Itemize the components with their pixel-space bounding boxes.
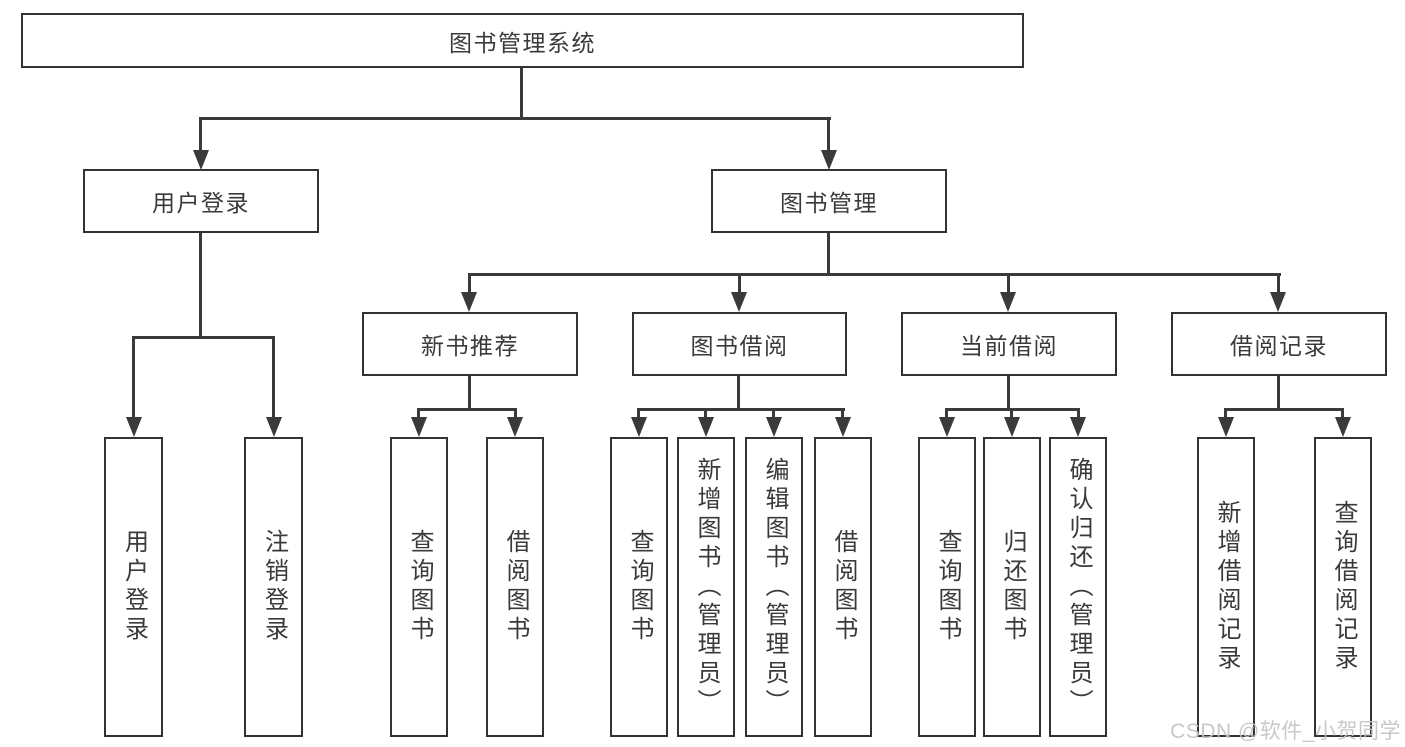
- connector-line: [417, 408, 517, 411]
- connector-line: [468, 273, 471, 292]
- arrow-down-icon: [835, 417, 851, 437]
- connector-line: [417, 408, 420, 420]
- leaf-borrow-books: 借阅图书: [814, 437, 872, 737]
- leaf-query-books-current: 查询图书: [918, 437, 976, 737]
- leaf-add-borrow-record: 新增借阅记录: [1197, 437, 1255, 737]
- arrow-down-icon: [193, 150, 209, 170]
- leaf-edit-books-admin: 编辑图书（管理员）: [745, 437, 803, 737]
- connector-line: [737, 376, 740, 411]
- connector-line: [199, 233, 202, 339]
- arrow-down-icon: [1004, 417, 1020, 437]
- arrow-down-icon: [411, 417, 427, 437]
- leaf-logout: 注销登录: [244, 437, 303, 737]
- connector-line: [738, 273, 741, 292]
- arrow-down-icon: [266, 417, 282, 437]
- connector-line: [772, 408, 775, 420]
- connector-line: [945, 408, 948, 420]
- connector-line: [1007, 376, 1010, 411]
- node-book-borrowing: 图书借阅: [632, 312, 847, 376]
- connector-line: [1277, 273, 1280, 292]
- arrow-down-icon: [507, 417, 523, 437]
- leaf-user-login: 用户登录: [104, 437, 163, 737]
- connector-line: [132, 336, 135, 418]
- arrow-down-icon: [1070, 417, 1086, 437]
- leaf-query-books-borrowing: 查询图书: [610, 437, 668, 737]
- connector-line: [468, 273, 1281, 276]
- arrow-down-icon: [1000, 292, 1016, 312]
- node-book-management: 图书管理: [711, 169, 947, 233]
- connector-line: [199, 117, 831, 120]
- csdn-watermark: CSDN @软件_小贺同学: [1170, 720, 1401, 743]
- arrow-down-icon: [1270, 292, 1286, 312]
- node-library-management-system: 图书管理系统: [21, 13, 1024, 68]
- arrow-down-icon: [698, 417, 714, 437]
- arrow-down-icon: [631, 417, 647, 437]
- leaf-query-borrow-record: 查询借阅记录: [1314, 437, 1372, 737]
- leaf-query-books-recommend: 查询图书: [390, 437, 448, 737]
- node-new-book-recommendation: 新书推荐: [362, 312, 578, 376]
- connector-line: [841, 408, 844, 420]
- connector-line: [637, 408, 845, 411]
- leaf-return-books: 归还图书: [983, 437, 1041, 737]
- arrow-down-icon: [1335, 417, 1351, 437]
- connector-line: [1077, 408, 1080, 420]
- connector-line: [637, 408, 640, 420]
- connector-line: [1224, 408, 1227, 420]
- connector-line: [514, 408, 517, 420]
- leaf-borrow-books-recommend: 借阅图书: [486, 437, 544, 737]
- arrow-down-icon: [821, 150, 837, 170]
- arrow-down-icon: [731, 292, 747, 312]
- connector-line: [827, 117, 830, 152]
- connector-line: [272, 336, 275, 418]
- connector-line: [827, 233, 830, 276]
- connector-line: [1010, 408, 1013, 420]
- leaf-add-books-admin: 新增图书（管理员）: [677, 437, 735, 737]
- connector-line: [1224, 408, 1344, 411]
- node-borrowing-records: 借阅记录: [1171, 312, 1387, 376]
- connector-line: [1007, 273, 1010, 292]
- connector-line: [199, 117, 202, 152]
- arrow-down-icon: [461, 292, 477, 312]
- connector-line: [132, 336, 275, 339]
- arrow-down-icon: [1218, 417, 1234, 437]
- node-current-borrowing: 当前借阅: [901, 312, 1117, 376]
- node-user-login: 用户登录: [83, 169, 319, 233]
- connector-line: [468, 376, 471, 411]
- leaf-confirm-return-admin: 确认归还（管理员）: [1049, 437, 1107, 737]
- connector-line: [1341, 408, 1344, 420]
- arrow-down-icon: [126, 417, 142, 437]
- connector-line: [1277, 376, 1280, 411]
- arrow-down-icon: [766, 417, 782, 437]
- arrow-down-icon: [939, 417, 955, 437]
- connector-line: [520, 68, 523, 118]
- connector-line: [704, 408, 707, 420]
